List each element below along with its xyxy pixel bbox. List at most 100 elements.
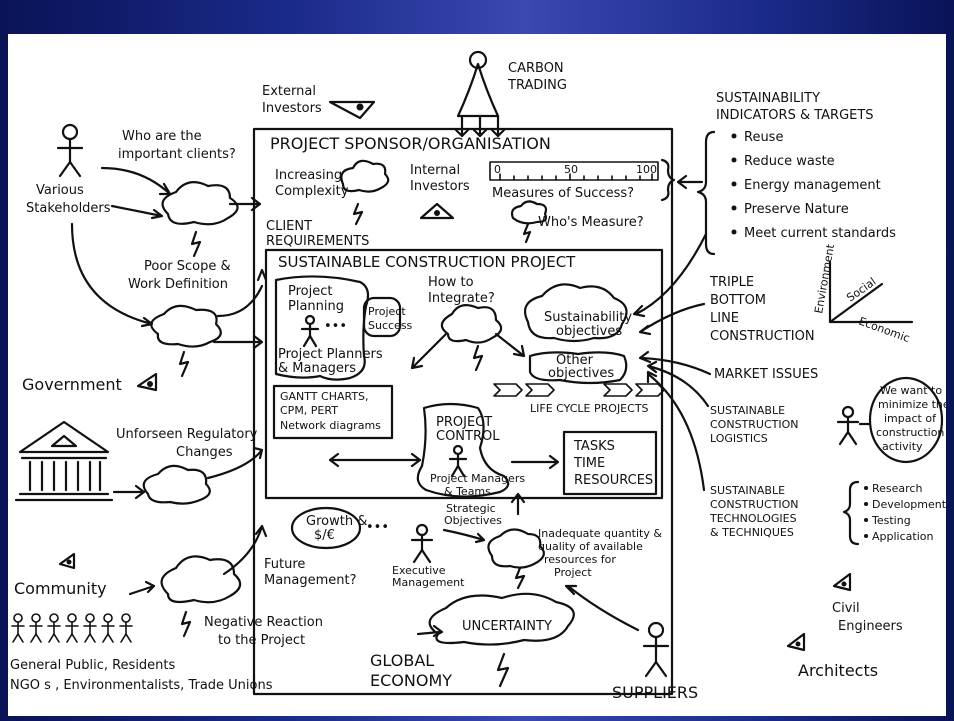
complexity-cloud (340, 159, 390, 193)
economy-bolt (496, 652, 510, 688)
measures-label: Measures of Success? (492, 186, 634, 201)
ngos-label: NGO s , Environmentalists, Trade Unions (10, 678, 273, 693)
tech-application: Application (872, 530, 933, 543)
ttr-resources: RESOURCES (574, 473, 653, 488)
ttr-tasks: TASKS (573, 439, 615, 454)
global-label-2: ECONOMY (370, 671, 452, 690)
planning-label-1: Project (288, 284, 332, 299)
bullet-dot (731, 205, 737, 211)
stakeholder-figure (56, 123, 84, 178)
minimize-label-4: construction (876, 426, 944, 439)
tech-label-4: & TECHNIQUES (710, 526, 794, 539)
tick-0: 0 (494, 163, 501, 176)
executive-figure (410, 523, 434, 564)
uncertainty-label: UNCERTAINTY (462, 619, 552, 634)
triple-label-2: BOTTOM (710, 293, 766, 308)
project-box (264, 248, 664, 500)
external-label-1: External (262, 84, 316, 99)
external-eye-icon (356, 103, 364, 111)
internal-label: Internal (410, 163, 460, 178)
carbon-label-1: CARBON (508, 61, 564, 76)
ttr-box (562, 430, 658, 496)
arrow-indicators-objectives (632, 232, 708, 318)
tick-100: 100 (636, 163, 657, 176)
who-label-2: important clients? (118, 147, 236, 162)
bullet-energy: Energy management (744, 178, 881, 193)
tech-label-1: SUSTAINABLE (710, 484, 785, 497)
tick-50: 50 (564, 163, 578, 176)
arrow-gov-cloud (112, 484, 146, 500)
project-title: SUSTAINABLE CONSTRUCTION PROJECT (278, 253, 576, 271)
planning-label-2: Planning (288, 299, 344, 314)
ruler-ticks (499, 173, 653, 181)
gantt-box (272, 384, 394, 440)
integrate-cloud (440, 303, 503, 344)
scope-bolt (178, 350, 190, 378)
market-issues-label: MARKET ISSUES (714, 367, 818, 382)
arrow-to-ttr (510, 454, 560, 470)
architects-label: Architects (798, 661, 878, 680)
axis-environment: Environment (812, 242, 837, 314)
arrow-stakeholder-cloud (110, 204, 164, 220)
axis-economic: Economic (857, 315, 911, 345)
inadequate-label-2: quality of available (538, 540, 643, 553)
strategic-label-2: Objectives (444, 514, 502, 527)
inadequate-label-1: Inadequate quantity & (538, 527, 662, 540)
various-label-2: Stakeholders (26, 201, 111, 216)
logistics-label-1: SUSTAINABLE (710, 404, 785, 417)
sust-obj-cloud (524, 283, 628, 343)
arrow-to-uncertainty (416, 624, 444, 638)
complexity-bolt (352, 202, 364, 226)
triple-label-1: TRIPLE (709, 275, 754, 290)
ttr-time: TIME (573, 456, 605, 471)
who-label-1: Who are the (122, 129, 202, 144)
gov-eye-icon (147, 381, 153, 387)
arrow-logistics (646, 360, 710, 408)
other-obj-label-1: Other (556, 353, 594, 368)
carbon-label-2: TRADING (507, 78, 567, 93)
integrate-label-1: How to (428, 275, 474, 290)
other-obj-label-2: objectives (548, 366, 614, 381)
bullet-reduce-waste: Reduce waste (744, 154, 835, 169)
stakeholder-cloud (161, 181, 239, 226)
measures-ruler (489, 161, 659, 181)
negative-label-2: to the Project (218, 633, 305, 648)
suppliers-label: SUPPLIERS (612, 683, 698, 702)
growth-label-2: $/€ (314, 528, 335, 543)
success-box (362, 296, 402, 338)
minimize-label-2: minimize the (878, 398, 946, 411)
carbon-arrows (454, 114, 506, 138)
lifecycle-arrows (493, 383, 665, 397)
sust-obj-label-2: objectives (556, 324, 622, 339)
control-blob (416, 402, 510, 498)
control-label-2: CONTROL (436, 429, 500, 444)
triple-label-4: CONSTRUCTION (710, 329, 815, 344)
exec-label-2: Management (392, 576, 465, 589)
growth-oval (290, 506, 362, 550)
global-label-1: GLOBAL (370, 651, 434, 670)
success-label-2: Success (368, 319, 413, 332)
growth-label-1: Growth & (306, 514, 367, 529)
arrow-scope-project (216, 268, 268, 318)
arrow-integrate-left (410, 332, 448, 370)
bullet-dot (731, 157, 737, 163)
tech-development: Development (872, 498, 946, 511)
arrow-indicators-ruler (676, 174, 704, 190)
minimize-label-1: We want to (880, 384, 942, 397)
dots-planner: ••• (324, 319, 347, 334)
planning-blob (274, 275, 370, 381)
arrow-gantt-control (328, 452, 422, 468)
bullet-nature: Preserve Nature (744, 202, 849, 217)
inadequate-bolt (514, 566, 526, 590)
tech-testing: Testing (871, 514, 911, 527)
integrate-bolt (472, 344, 484, 372)
arrow-scope-project-2 (212, 334, 264, 350)
sketch-diagram: PROJECT SPONSOR/ORGANISATION Increasing … (10, 50, 946, 702)
carbon-triangle (456, 62, 500, 118)
measure-cloud (510, 200, 548, 225)
client-label: CLIENT (266, 219, 312, 234)
negative-label-1: Negative Reaction (204, 615, 323, 630)
civil-label-2: Engineers (838, 619, 903, 634)
lifecycle-label: LIFE CYCLE PROJECTS (530, 402, 649, 415)
arrow-community-cloud (128, 580, 156, 596)
